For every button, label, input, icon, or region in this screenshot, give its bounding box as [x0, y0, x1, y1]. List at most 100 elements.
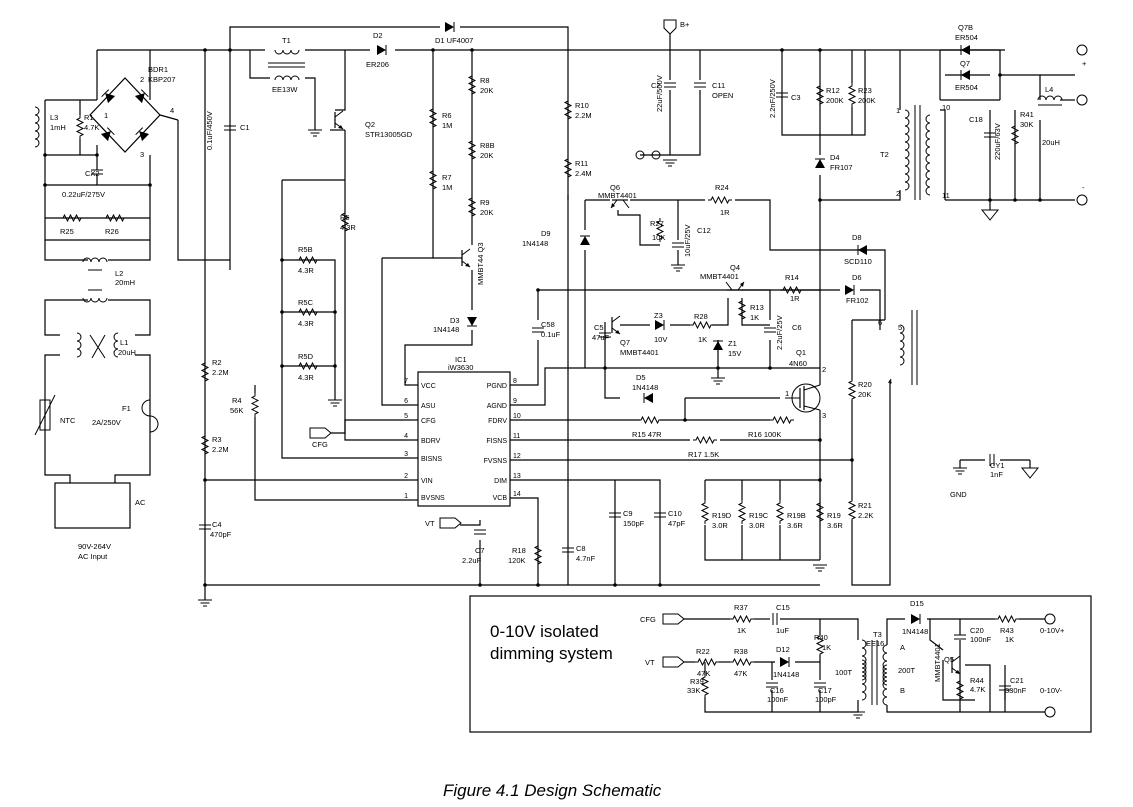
label-r1-value: 4.7K — [84, 123, 99, 132]
label-q5-value: MMBT4401 — [933, 643, 942, 682]
label-r41-value: 30K — [1020, 120, 1033, 129]
label-l4-value: 20uH — [1042, 138, 1060, 147]
label-r11: R11 — [575, 159, 588, 168]
label-r24: R24 — [715, 183, 729, 192]
label-r5c: R5C — [298, 298, 314, 307]
label-r5b: R5B — [298, 245, 313, 254]
label-c2: C2 — [651, 81, 661, 90]
label-out-minus: 0-10V- — [1040, 686, 1063, 695]
label-r2-value: 2.2M — [212, 368, 229, 377]
label-c3-value: 2.2nF/250V — [768, 79, 777, 118]
ic-pin-name: BVSNS — [421, 495, 445, 502]
ic-pin-num: 5 — [404, 413, 408, 420]
label-z1: Z1 — [728, 339, 737, 348]
ic1-part: iW3630 — [448, 363, 473, 372]
ic-pin-num: 3 — [404, 451, 408, 458]
label-r44: R44 — [970, 676, 984, 685]
label-c12-value: 10uF/25V — [683, 224, 692, 257]
label-r43-value: 1K — [1005, 635, 1014, 644]
label-c17-value: 100pF — [815, 695, 837, 704]
label-q4: Q4 — [730, 263, 740, 272]
label-out-plus: 0-10V+ — [1040, 626, 1065, 635]
label-t3: T3 — [873, 630, 882, 639]
label-r2: R2 — [212, 358, 222, 367]
label-c1: C1 — [240, 123, 250, 132]
label-d5-value: 1N4148 — [632, 383, 658, 392]
figure-caption: Figure 4.1 Design Schematic — [443, 781, 662, 800]
label-r27: R27 — [650, 219, 664, 228]
label-d12-value: 1N4148 — [773, 670, 799, 679]
label-r3-value: 2.2M — [212, 445, 229, 454]
label-output-plus: + — [1082, 59, 1087, 68]
label-r4: R4 — [232, 396, 242, 405]
label-r21: R21 — [858, 501, 872, 510]
label-c12: C12 — [697, 226, 711, 235]
label-c11: C11 — [712, 81, 725, 90]
label-r19d: R19D — [712, 511, 732, 520]
label-pin: 2 — [140, 75, 144, 84]
label-r21-value: 2.2K — [858, 511, 873, 520]
label-r15: R15 47R — [632, 430, 662, 439]
label-q1-pin: 2 — [822, 365, 826, 374]
ic-pin-name: BDRV — [421, 438, 441, 445]
label-c20-value: 100nF — [970, 635, 992, 644]
label-r39-value: 33K — [687, 686, 700, 695]
ic-pin-num: 1 — [404, 493, 408, 500]
ic-pin-name: VCC — [421, 383, 436, 390]
label-r37-value: 1K — [737, 626, 746, 635]
label-f1: F1 — [122, 404, 131, 413]
label-r16: R16 100K — [748, 430, 781, 439]
label-r9: R9 — [480, 198, 490, 207]
ic-pin-num: 2 — [404, 473, 408, 480]
label-d3: D3 — [450, 316, 460, 325]
label-l2: L2 — [115, 269, 123, 278]
label-cfg-tag: CFG — [312, 440, 328, 449]
label-gnd: GND — [950, 490, 967, 499]
label-c2-value: 22uF/500V — [655, 75, 664, 112]
label-t2-pin: 11 — [942, 191, 950, 200]
label-q7b: Q7B — [958, 23, 973, 32]
ic-pin-name: FVSNS — [484, 458, 508, 465]
label-c11-value: OPEN — [712, 91, 733, 100]
label-r41: R41 — [1020, 110, 1034, 119]
label-r19d-value: 3.0R — [712, 521, 728, 530]
label-t2-pin: 4 — [888, 377, 892, 386]
ic-pin-name: PGND — [487, 383, 507, 390]
label-q2: Q2 — [365, 120, 375, 129]
label-ac: AC — [135, 498, 146, 507]
ic-pin-num: 9 — [513, 398, 517, 405]
label-inset-vt: VT — [645, 658, 655, 667]
label-r12: R12 — [826, 86, 840, 95]
label-q1-pin: 3 — [822, 411, 826, 420]
label-q6: Q6 — [610, 183, 620, 192]
ic-pin-name: FDRV — [488, 418, 507, 425]
label-r28: R28 — [694, 312, 708, 321]
label-q1-value: 4N60 — [789, 359, 807, 368]
ic-pin-name: VCB — [493, 495, 508, 502]
label-q1-pin: 1 — [785, 389, 789, 398]
label-c8: C8 — [576, 544, 586, 553]
label-pin: 1 — [104, 111, 108, 120]
label-r8b: R8B — [480, 141, 495, 150]
label-c21: C21 — [1010, 676, 1024, 685]
label-r5d: R5D — [298, 352, 314, 361]
dimming-inset: 0-10V isolated dimming system — [469, 595, 1092, 733]
label-ntc: NTC — [60, 416, 76, 425]
q1-mosfet — [785, 383, 821, 413]
ic-pin-num: 14 — [513, 491, 521, 498]
label-r4-value: 56K — [230, 406, 243, 415]
label-f1-value: 2A/250V — [92, 418, 121, 427]
label-l2-value: 20mH — [115, 278, 135, 287]
label-c7-value: 2.2uF — [462, 556, 482, 565]
label-c1-value: 0.1uF/450V — [205, 111, 214, 150]
label-c16: C16 — [770, 686, 784, 695]
label-c5: C5 — [594, 323, 604, 332]
label-d3-value: 1N4148 — [433, 325, 459, 334]
label-kbp207: KBP207 — [148, 75, 176, 84]
label-l3-value: 1mH — [50, 123, 66, 132]
label-c10-value: 47pF — [668, 519, 686, 528]
label-r8: R8 — [480, 76, 490, 85]
label-c58: C58 — [541, 320, 555, 329]
label-d8: D8 — [852, 233, 862, 242]
